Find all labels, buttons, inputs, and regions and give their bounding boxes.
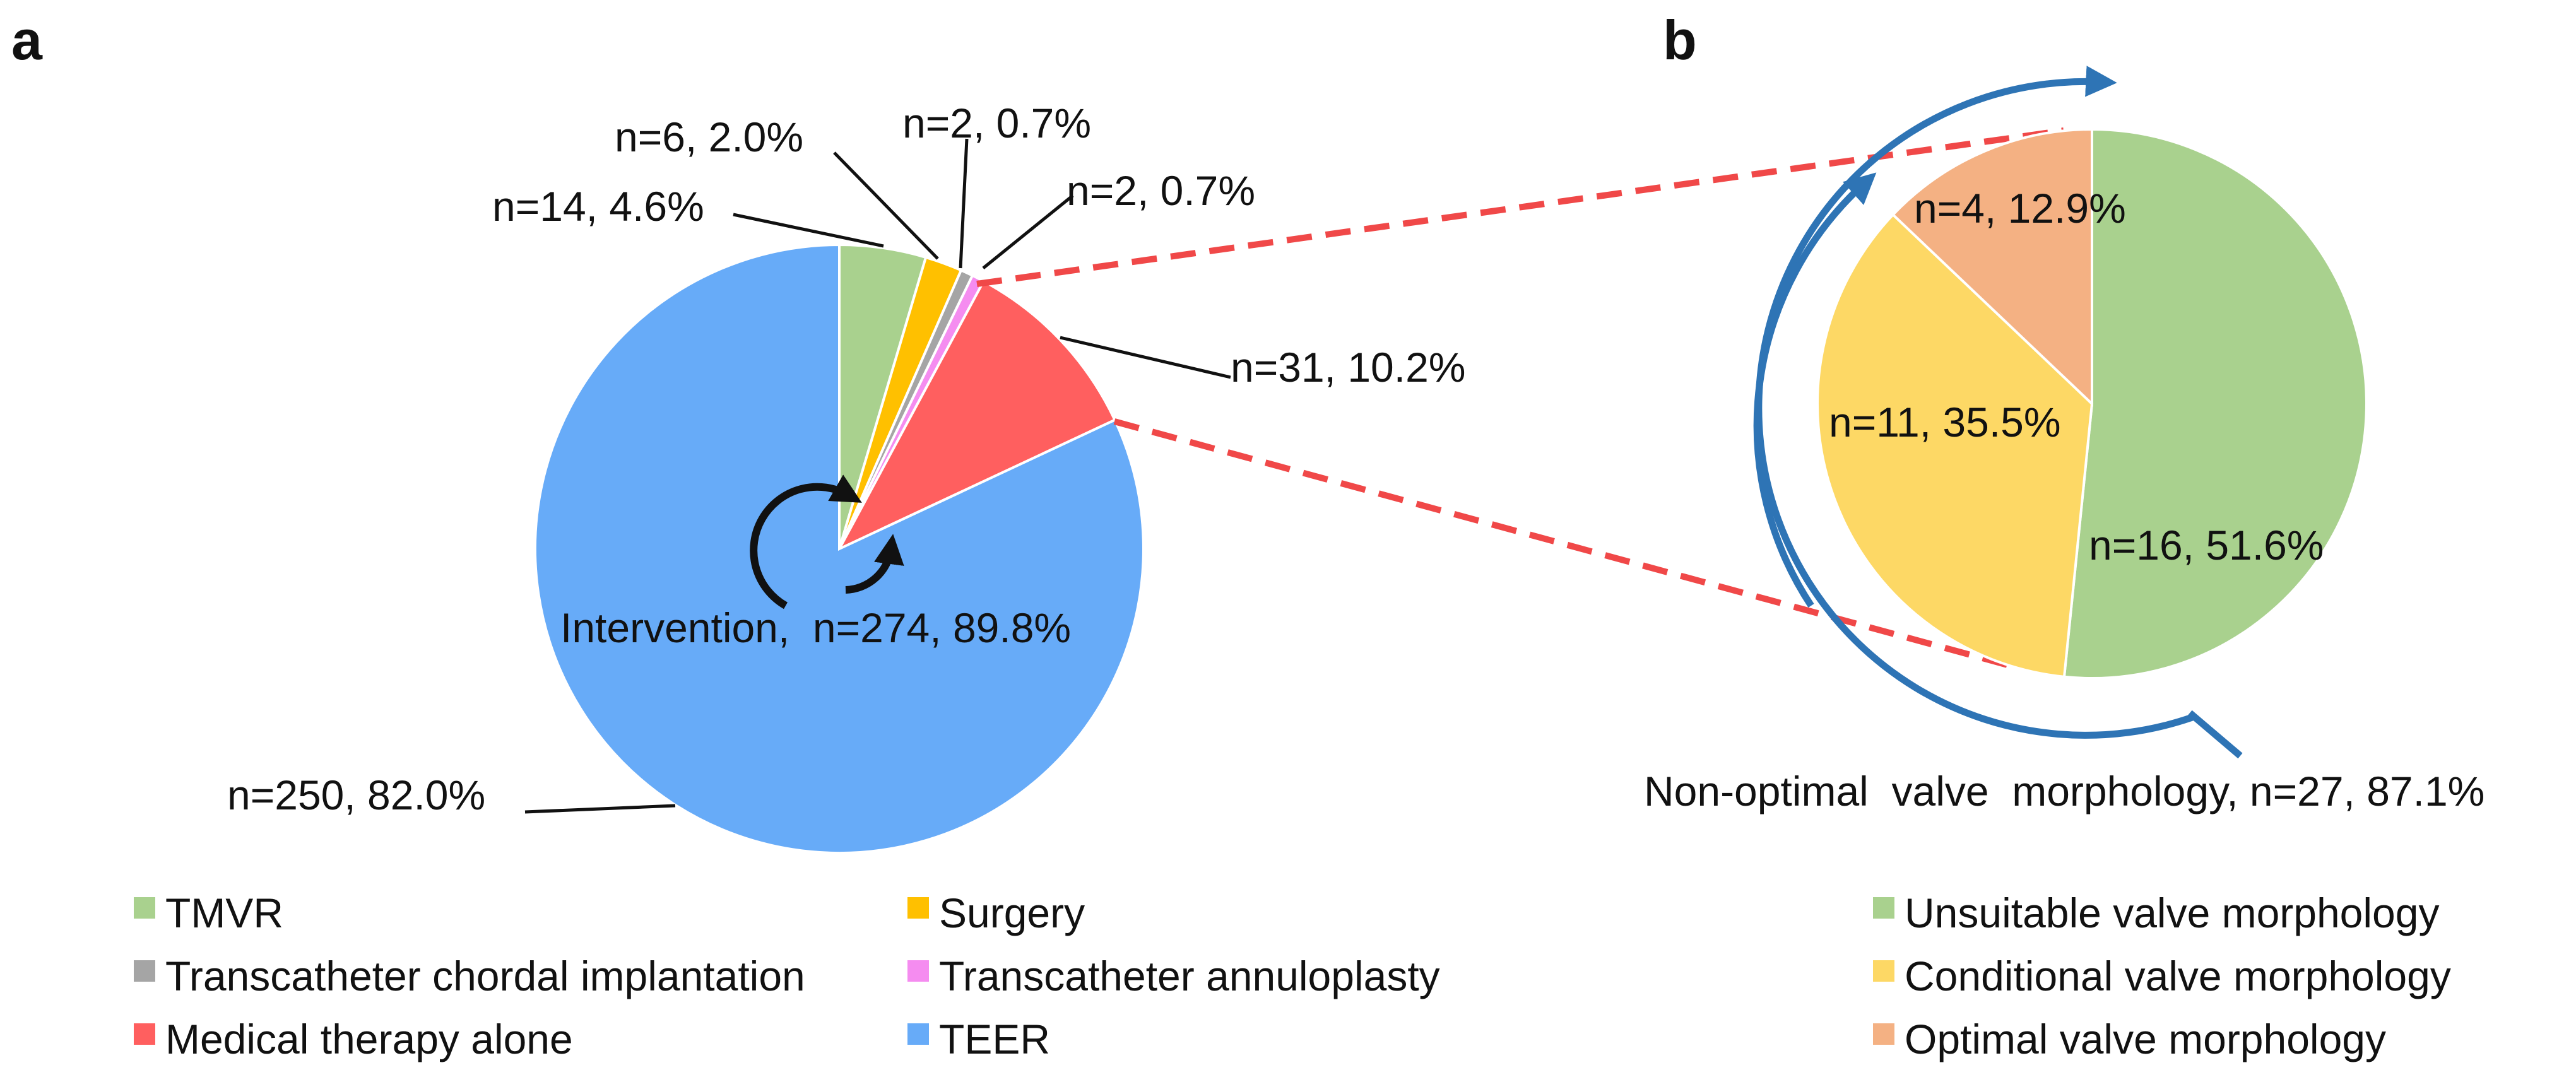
pie-b [1816, 127, 2368, 679]
label-tmvr: n=14, 4.6% [492, 183, 704, 230]
pie-slice-teer [534, 243, 1145, 854]
intervention-cycle-arrow-2 [845, 534, 904, 594]
legend-swatch-surgery [907, 897, 929, 919]
non-optimal-arc-arrow [1755, 66, 2194, 739]
pie-slice-optimal-valve-morphology [1891, 127, 2093, 407]
legend-swatch-unsuitable [1873, 897, 1894, 919]
legend-swatch-tmvr [134, 897, 155, 919]
legend-swatch-medical [134, 1023, 155, 1045]
label-surgery: n=6, 2.0% [615, 114, 803, 160]
label-medical: n=31, 10.2% [1231, 344, 1465, 391]
legend-swatch-teer [907, 1023, 929, 1045]
legend-swatch-chordal [134, 960, 155, 982]
non-optimal-annotation: Non-optimal valve morphology, n=27, 87.1… [1644, 768, 2484, 814]
pie-slice-medical-therapy-alone [836, 279, 1117, 552]
label-optimal: n=4, 12.9% [1914, 185, 2126, 232]
label-unsuitable: n=16, 51.6% [2089, 522, 2324, 568]
legend-label-surgery: Surgery [939, 890, 1085, 936]
label-conditional: n=11, 35.5% [1829, 399, 2061, 445]
panel-b-letter: b [1663, 9, 1697, 71]
legend-label-chordal: Transcatheter chordal implantation [165, 953, 805, 999]
leader-lines [524, 138, 1231, 814]
legend-swatch-optimal [1873, 1023, 1894, 1045]
legend-label-medical: Medical therapy alone [165, 1016, 573, 1062]
label-teer: n=250, 82.0% [227, 772, 485, 818]
panel-a-letter: a [11, 9, 43, 71]
legend-label-annuloplasty: Transcatheter annuloplasty [939, 953, 1440, 999]
non-optimal-pointer [2187, 710, 2243, 759]
legend-swatch-annuloplasty [907, 960, 929, 982]
legend-label-tmvr: TMVR [165, 890, 283, 936]
legend-label-unsuitable: Unsuitable valve morphology [1905, 890, 2439, 936]
legend-label-teer: TEER [939, 1016, 1050, 1062]
label-chordal: n=2, 0.7% [902, 100, 1091, 146]
legend-b: Unsuitable valve morphology Conditional … [1873, 890, 2451, 1062]
non-optimal-arc-arrow-left [1753, 172, 1877, 608]
legend-a: TMVR Surgery Transcatheter chordal impla… [134, 890, 1440, 1062]
intervention-cycle-arrow [750, 474, 862, 609]
label-annuloplasty: n=2, 0.7% [1066, 167, 1255, 214]
pie-slice-unsuitable-valve-morphology [2062, 127, 2368, 679]
legend-label-conditional: Conditional valve morphology [1905, 953, 2451, 999]
legend-label-optimal: Optimal valve morphology [1905, 1016, 2386, 1062]
pie-slice-conditional-valve-morphology [1816, 213, 2094, 678]
legend-swatch-conditional [1873, 960, 1894, 982]
intervention-annotation: Intervention, n=274, 89.8% [560, 604, 1071, 651]
pie-a [534, 243, 1145, 854]
